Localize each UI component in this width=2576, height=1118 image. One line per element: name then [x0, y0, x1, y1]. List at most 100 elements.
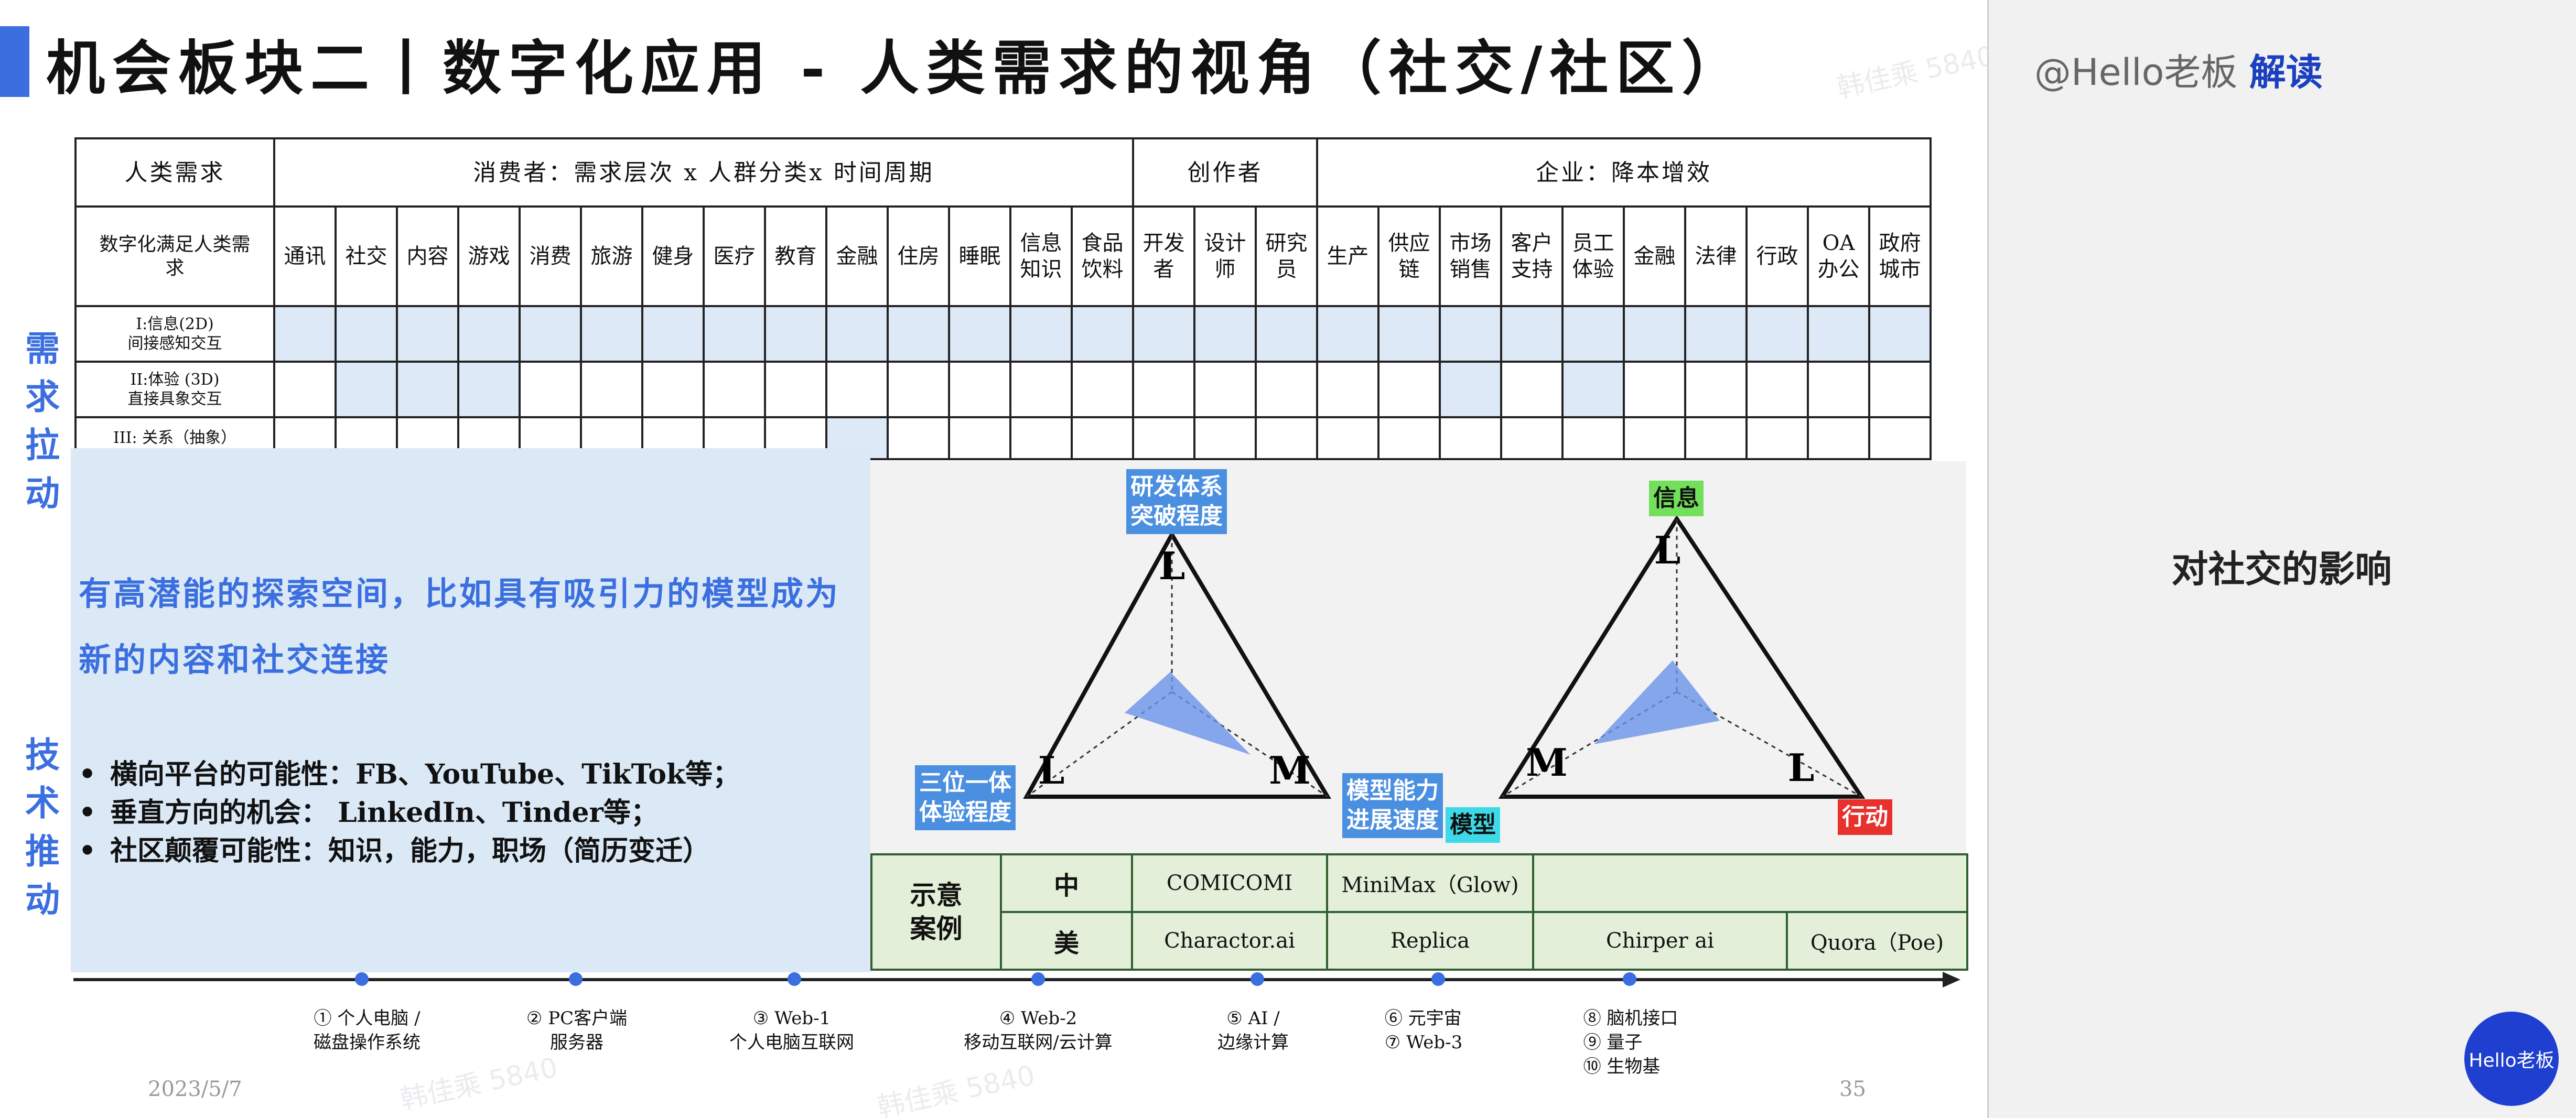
right-triangle: L M L — [1498, 515, 1866, 799]
panel-brand: @Hello老板 解读 — [2034, 43, 2323, 96]
row-label-us: 美 — [1000, 911, 1133, 971]
enterprise-group-header: 企业：降本增效 — [1316, 137, 1932, 208]
tag-rd-breakthrough: 研发体系 突破程度 — [1126, 469, 1227, 534]
creator-group-header: 创作者 — [1132, 137, 1318, 208]
vertex-label: L — [1788, 745, 1815, 790]
column-header: 消费 — [519, 205, 582, 307]
tag-model: 模型 — [1446, 807, 1500, 843]
column-header: 社交 — [335, 205, 398, 307]
timeline-label: ⑥ 元宇宙 ⑦ Web-3 — [1384, 1008, 1463, 1053]
corner-subheader: 数字化满足人类需求 — [74, 205, 275, 307]
example-cell: Chirper ai — [1532, 911, 1788, 971]
column-header: 生产 — [1316, 205, 1379, 307]
column-header: 法律 — [1684, 205, 1748, 307]
example-cell: Quora（Poe) — [1786, 911, 1968, 971]
example-cell: Charactor.ai — [1131, 911, 1328, 971]
insight-heading: 有高潜能的探索空间，比如具有吸引力的模型成为新的内容和社交连接 — [79, 574, 840, 679]
corner-header: 人类需求 — [74, 137, 275, 208]
bullet-dot: • — [79, 797, 96, 829]
column-header: OA办公 — [1807, 205, 1870, 307]
title-accent-bar — [0, 26, 29, 97]
triangle-diagrams-svg: L L M L M L — [1023, 515, 1866, 799]
timeline-label: ③ Web-1 个人电脑互联网 — [729, 1008, 854, 1053]
column-header: 政府城市 — [1868, 205, 1932, 307]
right-radar-area — [1594, 660, 1720, 744]
row-label-china: 中 — [1000, 853, 1133, 913]
watermark: 韩佳乘 5840 — [1834, 40, 1987, 104]
example-cases-table: 示意 案例 中 COMICOMI MiniMax（Glow) 美 Charact… — [870, 853, 1968, 971]
timeline-marker — [1623, 972, 1636, 986]
column-header: 内容 — [396, 205, 459, 307]
page-number: 35 — [1839, 1077, 1866, 1101]
insight-callout — [71, 448, 870, 972]
example-cell: COMICOMI — [1131, 853, 1328, 913]
brand-tag: 解读 — [2249, 51, 2323, 94]
column-header: 信息知识 — [1009, 205, 1073, 307]
timeline-arrowhead — [1943, 972, 1960, 987]
column-header: 健身 — [641, 205, 705, 307]
table-row: I:信息(2D) 间接感知交互 — [74, 305, 1932, 363]
slide: 机会板块二丨数字化应用 - 人类需求的视角（社交/社区） 韩佳乘 5840 韩佳… — [0, 26, 1987, 1118]
tag-action: 行动 — [1838, 799, 1892, 835]
tag-model-capability: 模型能力 进展速度 — [1342, 773, 1443, 838]
timeline-marker — [355, 972, 369, 986]
example-cell: MiniMax（Glow) — [1326, 853, 1534, 913]
hello-boss-logo: Hello老板 — [2464, 1012, 2559, 1106]
demand-matrix: 人类需求 消费者：需求层次 x 人群分类x 时间周期 创作者 企业：降本增效 数… — [74, 137, 1932, 460]
brand-handle: @Hello老板 — [2034, 51, 2238, 94]
column-header: 研究员 — [1255, 205, 1318, 307]
left-triangle: L L M — [1023, 530, 1332, 799]
insight-bullet: •垂直方向的机会： LinkedIn、Tinder等； — [79, 797, 658, 829]
slide-title: 机会板块二丨数字化应用 - 人类需求的视角（社交/社区） — [46, 34, 1748, 103]
vertex-label: M — [1269, 748, 1311, 793]
column-header: 市场销售 — [1439, 205, 1502, 307]
watermark: 韩佳乘 5840 — [397, 1051, 561, 1116]
axis-line — [1171, 691, 1328, 798]
timeline-marker — [1431, 972, 1445, 986]
slide-date: 2023/5/7 — [148, 1077, 242, 1101]
timeline-marker — [569, 972, 583, 986]
example-cell — [1532, 853, 1968, 913]
column-header: 食品饮料 — [1071, 205, 1134, 307]
consumer-group-header: 消费者：需求层次 x 人群分类x 时间周期 — [273, 137, 1134, 208]
column-header: 金融 — [825, 205, 889, 307]
vertex-label: L — [1038, 748, 1065, 793]
timeline-label: ④ Web-2 移动互联网/云计算 — [964, 1008, 1113, 1053]
example-cell: Replica — [1326, 911, 1534, 971]
commentary-panel — [1987, 0, 2576, 1118]
timeline-marker — [1031, 972, 1045, 986]
column-header: 金融 — [1623, 205, 1686, 307]
column-header: 医疗 — [703, 205, 766, 307]
tech-push-label: 技术推动 — [19, 736, 60, 929]
column-header: 员工体验 — [1561, 205, 1625, 307]
column-header: 游戏 — [457, 205, 521, 307]
row-label: I:信息(2D) 间接感知交互 — [74, 305, 275, 363]
triangle-outline — [1023, 530, 1332, 799]
insight-bullet: •社区颠覆可能性：知识，能力，职场（简历变迁） — [79, 835, 710, 867]
triangle-outline — [1498, 515, 1866, 799]
bullet-dot: • — [79, 835, 96, 867]
column-header: 客户支持 — [1500, 205, 1564, 307]
demand-pull-label: 需求拉动 — [19, 330, 60, 523]
timeline-label: ① 个人电脑 / 磁盘操作系统 — [314, 1008, 421, 1053]
timeline-marker — [788, 972, 801, 986]
left-radar-area — [1125, 672, 1251, 755]
tag-information: 信息 — [1649, 481, 1704, 516]
column-header: 睡眠 — [948, 205, 1011, 307]
column-header: 设计师 — [1193, 205, 1257, 307]
column-header: 通讯 — [273, 205, 337, 307]
panel-heading: 对社交的影响 — [2171, 547, 2392, 591]
table-row: II:体验 (3D) 直接具象交互 — [74, 361, 1932, 418]
timeline-label: ⑤ AI / 边缘计算 — [1217, 1008, 1289, 1053]
column-header: 教育 — [764, 205, 827, 307]
row-label: II:体验 (3D) 直接具象交互 — [74, 361, 275, 418]
column-header: 开发者 — [1132, 205, 1195, 307]
vertex-label: L — [1654, 528, 1681, 572]
column-header: 住房 — [887, 205, 950, 307]
examples-side-label: 示意 案例 — [870, 853, 1002, 971]
insight-bullet: •横向平台的可能性：FB、YouTube、TikTok等； — [79, 758, 740, 790]
vertex-label: M — [1526, 740, 1568, 785]
bullet-dot: • — [79, 758, 96, 790]
column-header: 供应链 — [1377, 205, 1441, 307]
vertex-label: L — [1159, 544, 1185, 588]
